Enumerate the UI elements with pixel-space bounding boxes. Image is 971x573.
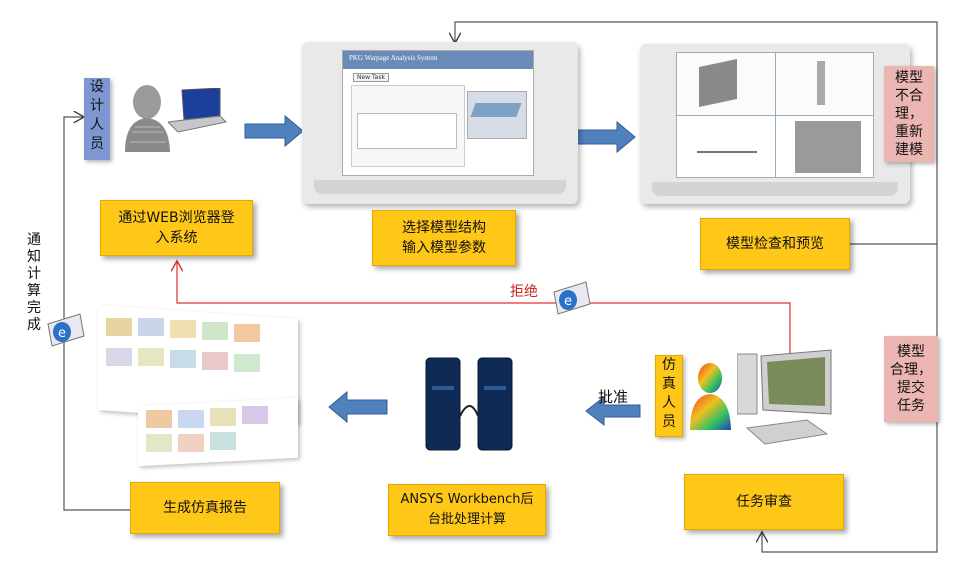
arrow-designer-to-app xyxy=(244,114,304,148)
select-model-box: 选择模型结构 输入模型参数 xyxy=(372,210,516,266)
designer-role-label: 设 计 人 员 xyxy=(84,78,110,160)
report-collage-image xyxy=(98,305,306,472)
email-icon-notify: e xyxy=(46,312,86,348)
arrow-compute-to-report xyxy=(328,390,388,424)
notify-loop-line xyxy=(63,117,138,511)
arrow-approve xyxy=(585,395,641,427)
check-preview-box: 模型检查和预览 xyxy=(700,218,850,270)
reject-line xyxy=(177,262,791,355)
designer-person-icon xyxy=(120,82,175,152)
workstation-monitor-icon xyxy=(737,348,835,448)
laptop-icon xyxy=(168,88,228,136)
loop-to-top-line xyxy=(455,21,938,245)
model-preview-screenshot xyxy=(640,44,910,204)
model-unreasonable-note: 模型 不合 理， 重新 建模 xyxy=(884,66,934,162)
reject-label: 拒绝 xyxy=(510,284,538,300)
model-reasonable-note: 模型 合理， 提交 任务 xyxy=(884,336,938,422)
login-box-text: 通过WEB浏览器登入系统 xyxy=(118,210,235,246)
arrow-app-to-check xyxy=(576,120,636,154)
app-tab-new-task[interactable]: New Task xyxy=(353,73,389,82)
batch-compute-box-text: ANSYS Workbench后 台批处理计算 xyxy=(400,492,534,527)
batch-compute-box: ANSYS Workbench后 台批处理计算 xyxy=(388,484,546,536)
login-box: 通过WEB浏览器登入系统 xyxy=(100,200,253,256)
generate-report-box: 生成仿真报告 xyxy=(130,482,280,534)
task-review-box-text: 任务审查 xyxy=(736,494,792,510)
email-icon-reject: e xyxy=(552,280,592,316)
svg-text:e: e xyxy=(564,294,572,309)
simulator-role-label: 仿 真 人 员 xyxy=(655,355,683,437)
approve-label: 批准 xyxy=(598,388,629,406)
task-review-box: 任务审查 xyxy=(684,474,844,530)
notify-complete-label: 通 知 计 算 完 成 xyxy=(27,232,41,333)
generate-report-box-text: 生成仿真报告 xyxy=(163,500,247,516)
simulator-person-icon xyxy=(688,360,733,430)
select-model-box-text: 选择模型结构 输入模型参数 xyxy=(402,220,486,256)
server-towers-icon xyxy=(420,356,530,456)
check-preview-box-text: 模型检查和预览 xyxy=(726,236,824,252)
app-window-title: PKG Warpage Analysis System xyxy=(349,54,438,62)
svg-text:e: e xyxy=(58,326,66,341)
app-window-screenshot: PKG Warpage Analysis System New Task xyxy=(302,42,578,204)
